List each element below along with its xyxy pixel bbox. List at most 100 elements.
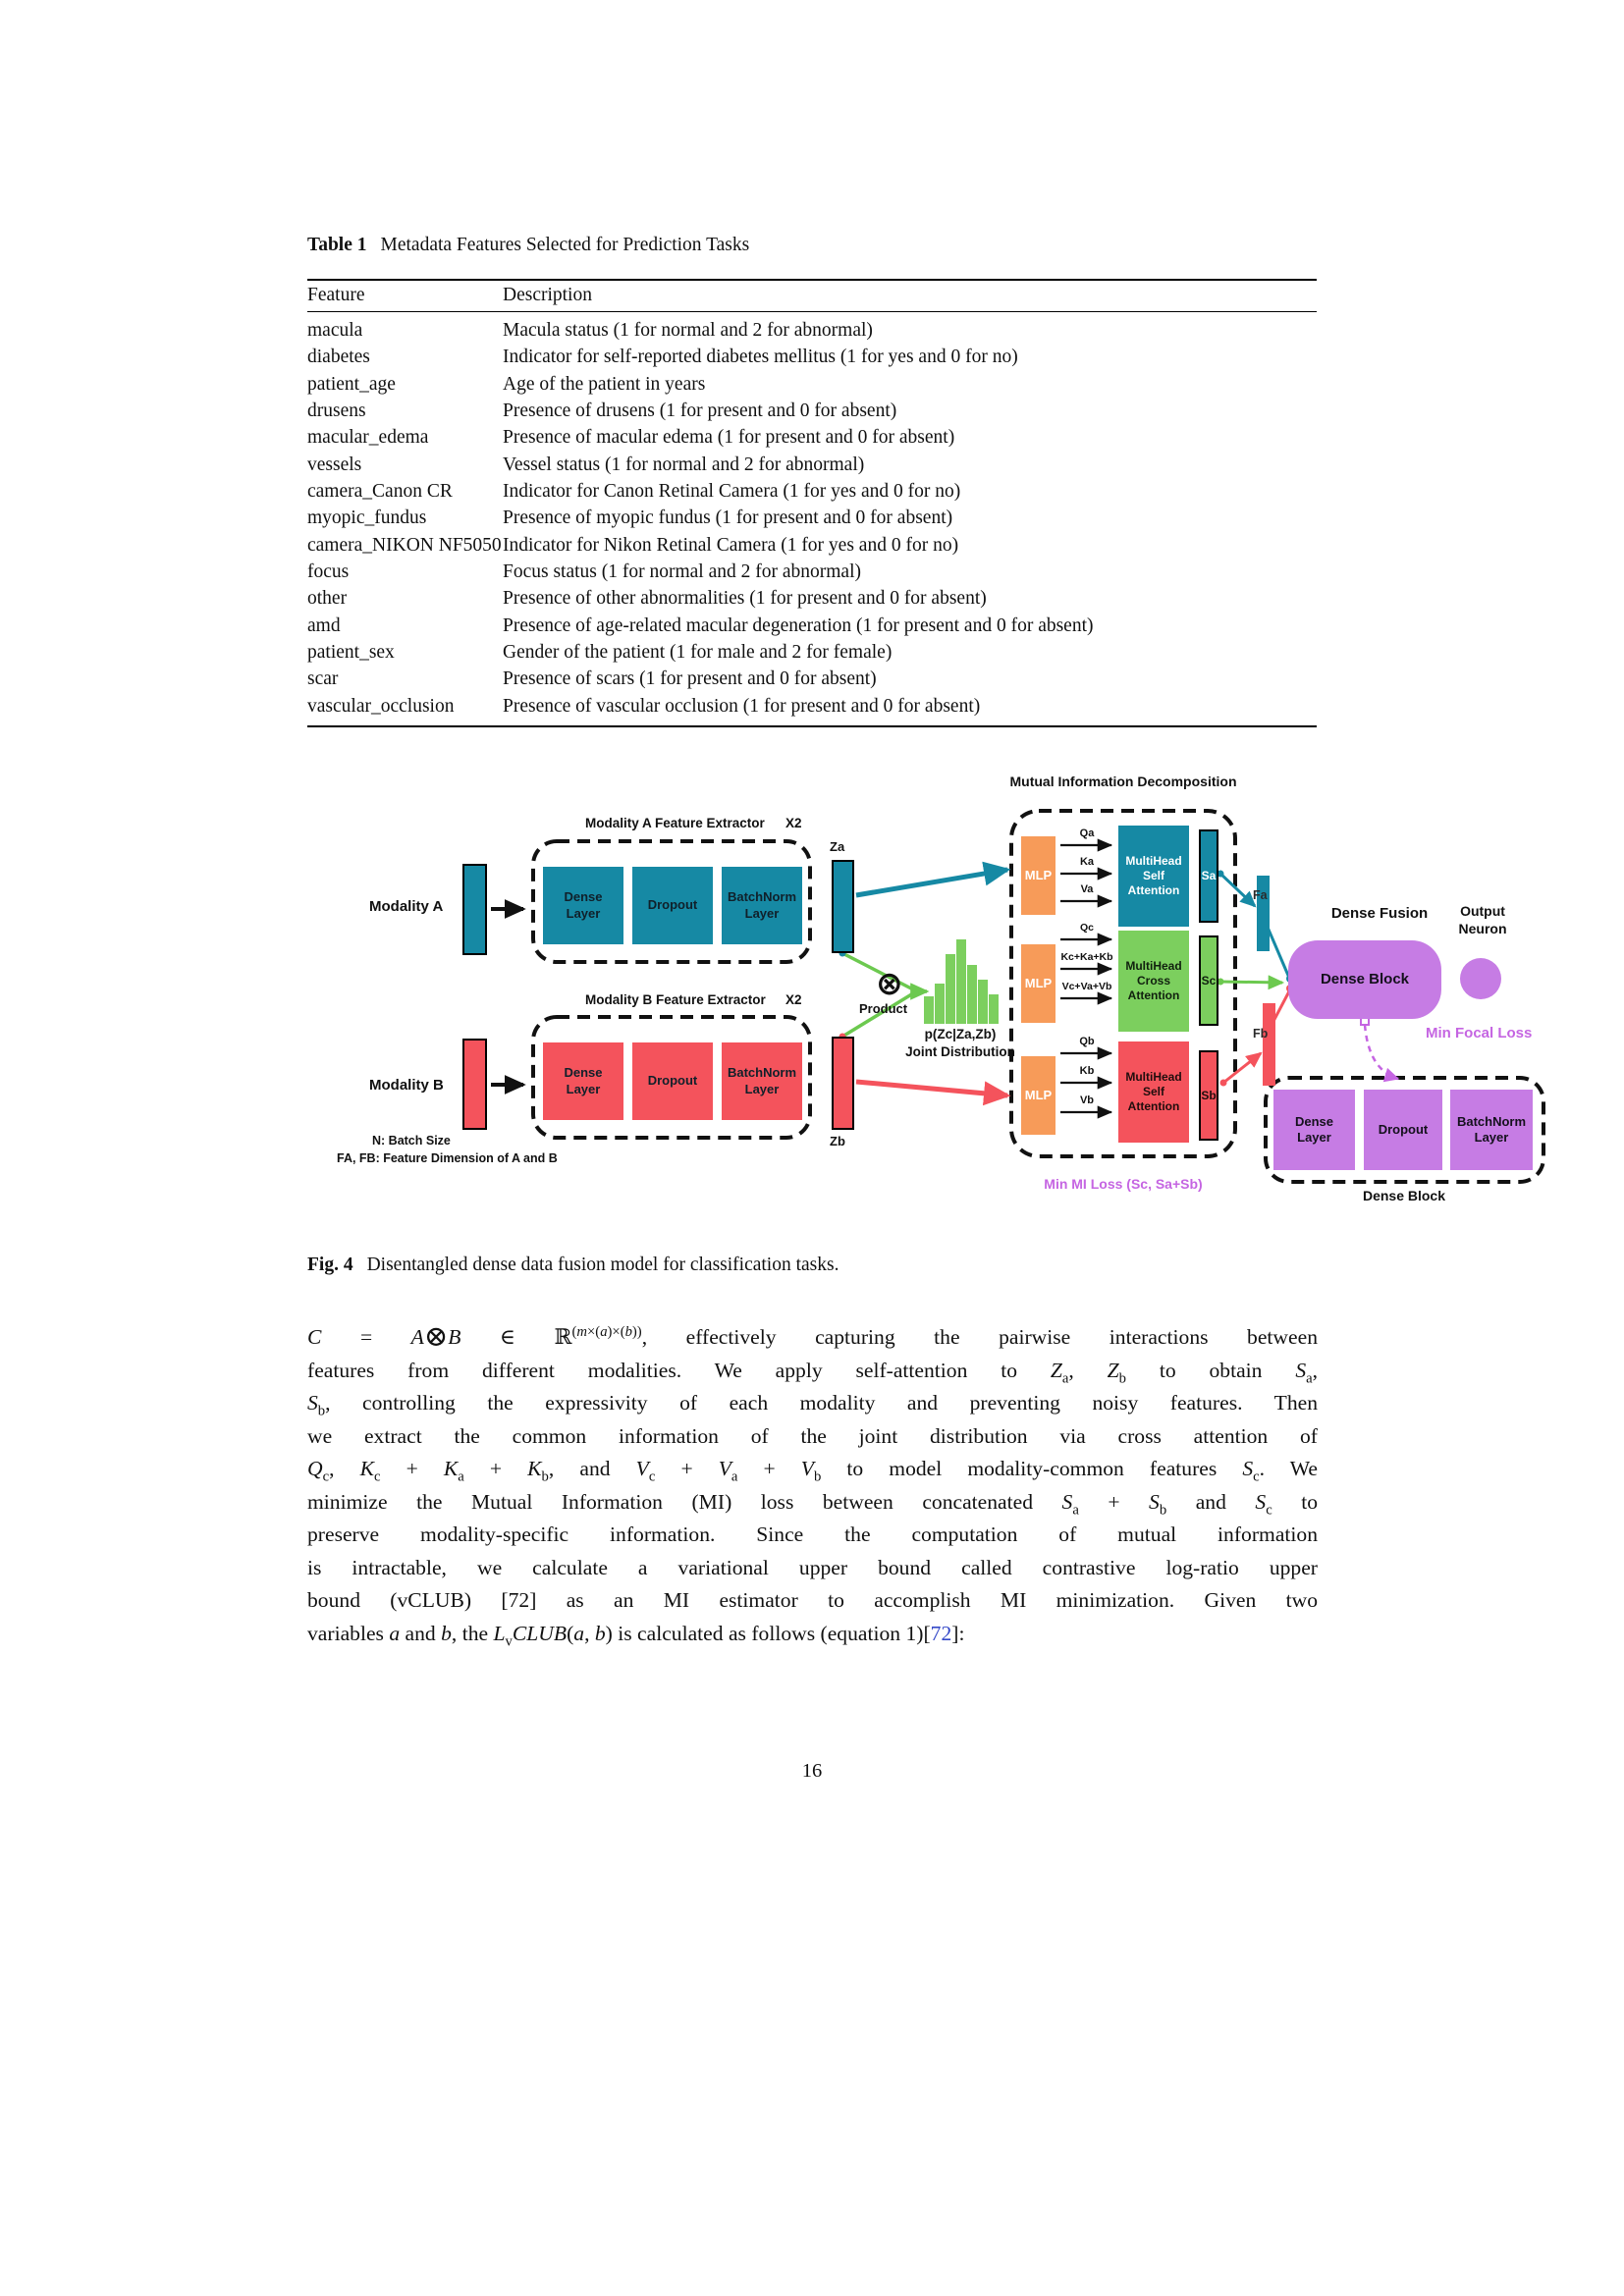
histogram-bar <box>924 996 934 1024</box>
qc-label: Qc <box>1079 922 1094 934</box>
dense-block-detail-caption: Dense Block <box>1362 1188 1446 1203</box>
feature-cell: other <box>307 588 348 610</box>
feature-cell: camera_Canon CR <box>307 481 453 503</box>
qb-label: Qb <box>1079 1036 1095 1047</box>
table-row: vascular_occlusion Presence of vascular o… <box>307 693 1317 720</box>
sa-bar: Sa <box>1199 829 1218 923</box>
figure-caption-label: Fig. 4 <box>307 1255 353 1275</box>
detail-batchnorm-layer: BatchNorm Layer <box>1450 1090 1533 1170</box>
product-label: Product <box>859 1001 908 1016</box>
dense-block-detail-box <box>1264 1076 1545 1184</box>
legend-feature-dimension: FA, FB: Feature Dimension of A and B <box>337 1151 558 1165</box>
description-cell: Vessel status (1 for normal and 2 for ab… <box>503 454 865 475</box>
paragraph-line: preserve modality-specific information. … <box>307 1522 1318 1547</box>
min-mi-loss-label: Min MI Loss (Sc, Sa+Sb) <box>1044 1176 1203 1192</box>
extractor-a-x2: X2 <box>785 816 802 830</box>
feature-cell: macula <box>307 320 363 341</box>
mi-decomposition-title: Mutual Information Decomposition <box>1009 774 1237 789</box>
table-label: Table 1 <box>307 235 367 255</box>
modality-b-input-bar <box>462 1039 487 1130</box>
sb-bar: Sb <box>1199 1050 1218 1141</box>
feature-cell: myopic_fundus <box>307 507 427 529</box>
qa-label: Qa <box>1079 828 1095 839</box>
dense-fusion-title: Dense Fusion <box>1330 905 1429 922</box>
joint-distribution-formula: p(Zc|Za,Zb) <box>924 1027 997 1041</box>
zb-bar <box>832 1037 854 1130</box>
feature-cell: camera_NIKON NF5050 <box>307 534 502 556</box>
figure-caption: Fig. 4 Disentangled dense data fusion mod… <box>307 1255 1317 1276</box>
fb-bar <box>1263 1003 1275 1086</box>
feature-cell: vessels <box>307 454 362 475</box>
histogram-bar <box>946 954 955 1024</box>
paragraph-line: Sb, controlling the expressivity of each… <box>307 1391 1318 1419</box>
feature-cell: macular_edema <box>307 427 429 449</box>
feature-cell: amd <box>307 614 341 636</box>
feature-cell: vascular_occlusion <box>307 695 455 717</box>
min-focal-loss-label: Min Focal Loss <box>1426 1025 1533 1041</box>
paragraph-line: is intractable, we calculate a variation… <box>307 1555 1318 1579</box>
vc-label: Vc+Va+Vb <box>1061 981 1112 992</box>
zb-label: Zb <box>830 1134 845 1148</box>
column-header-feature: Feature <box>307 285 365 305</box>
description-cell: Macula status (1 for normal and 2 for ab… <box>503 320 873 341</box>
output-neuron-label: Output Neuron <box>1458 903 1507 936</box>
extractor-a-dropout: Dropout <box>632 867 713 944</box>
description-cell: Focus status (1 for normal and 2 for abn… <box>503 561 861 583</box>
description-cell: Presence of scars (1 for present and 0 f… <box>503 668 877 690</box>
feature-cell: focus <box>307 561 350 583</box>
kb-label: Kb <box>1079 1065 1095 1077</box>
description-cell: Presence of drusens (1 for present and 0… <box>503 400 897 422</box>
description-cell: Presence of vascular occlusion (1 for pr… <box>503 695 981 717</box>
za-bar <box>832 860 854 953</box>
body-paragraph: C = A⊗B ∈ ℝ(m×(a)×(b)), effectively capt… <box>307 1321 1318 1650</box>
table-header: Feature Description <box>307 281 1317 311</box>
joint-distribution-label: Joint Distribution <box>905 1044 1015 1059</box>
table-bottom-rule <box>307 725 1317 728</box>
feature-cell: patient_age <box>307 373 396 395</box>
multihead-self-attention-a: MultiHead Self Attention <box>1118 826 1189 927</box>
description-cell: Age of the patient in years <box>503 373 706 395</box>
description-cell: Indicator for Nikon Retinal Camera (1 fo… <box>503 534 959 556</box>
product-icon: ⊗ <box>876 964 903 1002</box>
table-row: focus Focus status (1 for normal and 2 fo… <box>307 559 1317 585</box>
description-cell: Presence of macular edema (1 for present… <box>503 427 955 449</box>
extractor-b-box <box>531 1015 812 1140</box>
description-cell: Presence of myopic fundus (1 for present… <box>503 507 953 529</box>
description-cell: Presence of age-related macular degenera… <box>503 614 1094 636</box>
dense-block: Dense Block <box>1288 940 1441 1019</box>
modality-a-label: Modality A <box>369 898 444 915</box>
table-header-rule <box>307 311 1317 312</box>
histogram-bar <box>967 965 977 1024</box>
detail-dropout: Dropout <box>1364 1090 1442 1170</box>
figure-caption-text: Disentangled dense data fusion model for… <box>366 1255 839 1275</box>
table-row: macular_edema Presence of macular edema (… <box>307 424 1317 451</box>
multihead-cross-attention: MultiHead Cross Attention <box>1118 931 1189 1032</box>
extractor-a-batchnorm-layer: BatchNorm Layer <box>722 867 802 944</box>
modality-a-input-bar <box>462 864 487 955</box>
citation-link[interactable]: 72 <box>930 1621 952 1645</box>
histogram-bar <box>978 980 988 1024</box>
fa-bar <box>1257 876 1270 951</box>
joint-distribution-histogram <box>924 937 999 1024</box>
va-label: Va <box>1080 883 1094 895</box>
feature-cell: drusens <box>307 400 366 422</box>
ka-label: Ka <box>1079 856 1095 868</box>
feature-cell: patient_sex <box>307 642 395 664</box>
vb-label: Vb <box>1079 1095 1095 1106</box>
fa-label: Fa <box>1253 888 1268 902</box>
za-label: Za <box>830 839 845 854</box>
paragraph-line: bound (vCLUB) [72] as an MI estimator to… <box>307 1588 1318 1613</box>
extractor-b-dense-layer: Dense Layer <box>543 1042 623 1120</box>
extractor-b-title: Modality B Feature Extractor <box>585 992 766 1007</box>
paragraph-line: variables a and b, the LvCLUB(a, b) is c… <box>307 1621 965 1650</box>
table-body: macula Macula status (1 for normal and 2 … <box>307 312 1317 725</box>
paragraph-line: minimize the Mutual Information (MI) los… <box>307 1489 1319 1519</box>
mi-decomposition-box <box>1009 809 1237 1158</box>
detail-dense-layer: Dense Layer <box>1273 1090 1355 1170</box>
extractor-a-title: Modality A Feature Extractor <box>585 816 765 830</box>
